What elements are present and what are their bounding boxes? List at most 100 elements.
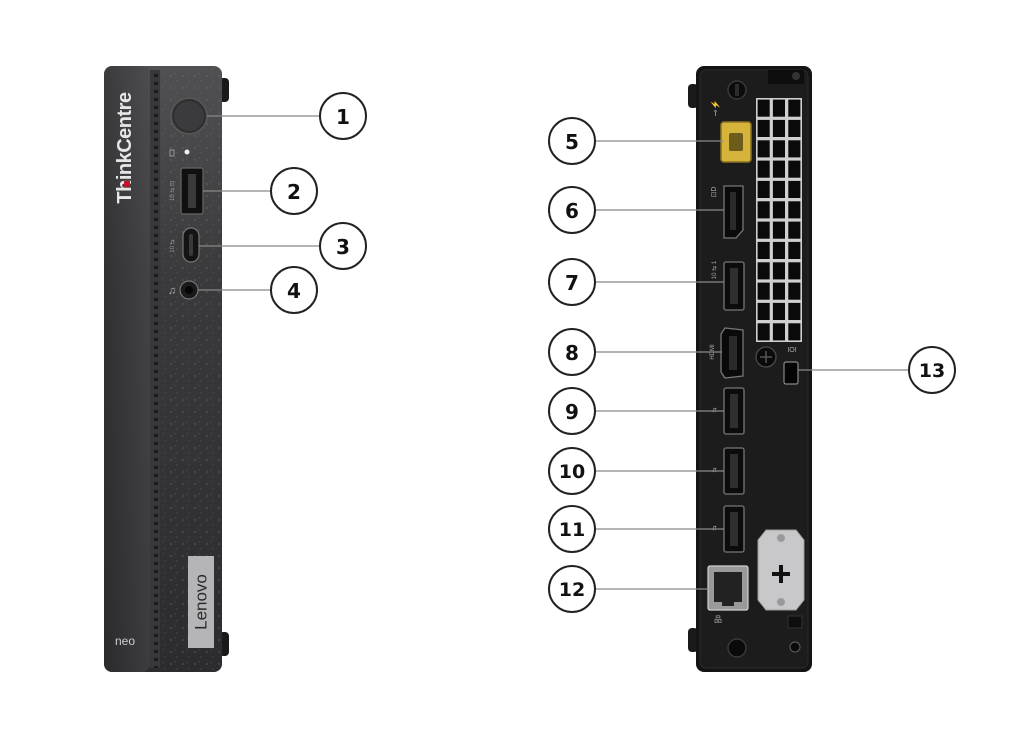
vent-hole — [788, 119, 801, 137]
front-vent-strip — [150, 70, 160, 668]
rear-usb-a-port-1[interactable] — [723, 261, 745, 311]
vent-hole — [788, 221, 801, 239]
vent-hole — [772, 282, 785, 300]
callout-6: 6 — [548, 186, 596, 234]
front-usb-c-port[interactable] — [182, 227, 200, 263]
svg-text:11: 11 — [559, 519, 585, 541]
rear-screw-bottom-left — [727, 638, 747, 658]
svg-text:6: 6 — [565, 199, 579, 223]
rear-vent-grid — [756, 98, 802, 342]
vent-hole — [772, 323, 785, 341]
svg-text:8: 8 — [565, 341, 579, 365]
svg-text:10 ⇆: 10 ⇆ — [169, 239, 176, 252]
callout-8: 8 — [548, 328, 596, 376]
vent-hole — [788, 99, 801, 117]
vent-hole — [772, 201, 785, 219]
vent-hole — [757, 201, 770, 219]
displayport[interactable] — [723, 185, 744, 239]
rear-panel-device: ⊸⚡ ⊡D 10 ⇆ 1 HDMI IOI — [688, 66, 812, 672]
vent-hole — [757, 282, 770, 300]
vent-hole — [772, 221, 785, 239]
vent-hole — [757, 180, 770, 198]
front-leader-lines — [198, 115, 320, 291]
brand-logo-text: ThinkCentre — [114, 92, 136, 204]
svg-text:2: 2 — [287, 180, 301, 204]
brand-red-dot — [124, 181, 130, 187]
network-icon: 品 — [714, 615, 722, 624]
svg-text:13: 13 — [919, 360, 945, 382]
svg-text:4: 4 — [287, 279, 301, 303]
hdmi-port[interactable] — [720, 327, 744, 379]
callout-3: 3 — [319, 222, 367, 270]
svg-text:⇆: ⇆ — [711, 467, 718, 472]
callout-12: 12 — [548, 565, 596, 613]
vent-hole — [757, 160, 770, 178]
svg-text:7: 7 — [565, 271, 579, 295]
vent-hole — [757, 302, 770, 320]
vent-hole — [788, 323, 801, 341]
svg-text:10 ⇆ 1: 10 ⇆ 1 — [711, 260, 718, 279]
vent-hole — [788, 262, 801, 280]
vent-hole — [772, 262, 785, 280]
callout-13: 13 — [908, 346, 956, 394]
rear-screw-bottom-right — [789, 641, 801, 653]
front-panel-device: ThinkCentre 10 ⇆ ⊡ 10 ⇆ ♫ Lenovo — [104, 66, 229, 672]
rear-usb-a-port-2[interactable] — [723, 387, 745, 435]
lenovo-badge: Lenovo — [188, 556, 214, 648]
ethernet-port[interactable] — [707, 565, 749, 611]
expansion-port-cover — [757, 529, 805, 611]
callout-1: 1 — [319, 92, 367, 140]
vent-hole — [788, 180, 801, 198]
callout-9: 9 — [548, 387, 596, 435]
vent-hole — [788, 201, 801, 219]
svg-text:⊸⚡: ⊸⚡ — [710, 100, 720, 117]
svg-text:9: 9 — [565, 400, 579, 424]
vent-hole — [772, 99, 785, 117]
vent-hole — [757, 140, 770, 158]
model-label: neo — [115, 634, 135, 648]
vent-hole — [772, 119, 785, 137]
svg-text:3: 3 — [336, 235, 350, 259]
front-audio-jack[interactable] — [179, 280, 199, 300]
svg-text:IOI: IOI — [787, 347, 796, 354]
callout-2: 2 — [270, 167, 318, 215]
svg-text:Lenovo: Lenovo — [192, 574, 211, 630]
vent-hole — [788, 241, 801, 259]
rear-usb-a-port-4[interactable] — [723, 505, 745, 553]
rear-foot-bottom — [688, 628, 698, 652]
front-usb-a-port[interactable] — [180, 167, 204, 215]
callout-11: 11 — [548, 505, 596, 553]
vent-hole — [757, 221, 770, 239]
vent-hole — [757, 323, 770, 341]
svg-text:⊡D: ⊡D — [711, 187, 718, 198]
svg-text:10: 10 — [559, 461, 585, 483]
headset-icon: ♫ — [168, 285, 176, 297]
vent-hole — [757, 119, 770, 137]
vent-hole — [772, 302, 785, 320]
svg-text:⇆: ⇆ — [711, 525, 718, 530]
svg-text:⇆: ⇆ — [711, 407, 718, 412]
power-led — [184, 149, 190, 155]
vent-hole — [757, 241, 770, 259]
vent-hole — [772, 140, 785, 158]
callout-4: 4 — [270, 266, 318, 314]
svg-text:5: 5 — [565, 130, 579, 154]
plus-icon — [772, 565, 790, 583]
vent-hole — [772, 160, 785, 178]
security-lock-slot[interactable] — [783, 361, 799, 385]
vent-hole — [788, 140, 801, 158]
vent-hole — [788, 302, 801, 320]
callout-5: 5 — [548, 117, 596, 165]
callout-10: 10 — [548, 447, 596, 495]
vent-hole — [772, 241, 785, 259]
rear-foot-top — [688, 84, 698, 108]
vent-hole — [757, 262, 770, 280]
svg-text:10 ⇆ ⊡: 10 ⇆ ⊡ — [169, 181, 176, 201]
svg-text:1: 1 — [336, 105, 350, 129]
dc-in-power-connector[interactable] — [720, 121, 752, 163]
vent-hole — [788, 160, 801, 178]
rear-usb-a-port-3[interactable] — [723, 447, 745, 495]
svg-text:12: 12 — [559, 579, 585, 601]
vent-hole — [772, 180, 785, 198]
